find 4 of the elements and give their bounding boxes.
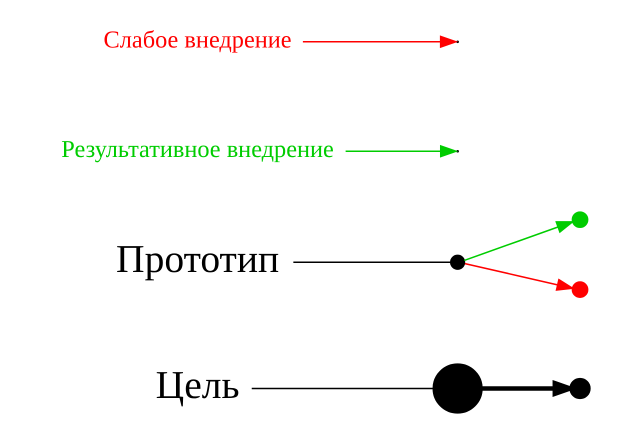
node-text: Результативное внедрение bbox=[61, 136, 334, 164]
node-text: Прототип bbox=[116, 236, 280, 281]
node-text: Слабое внедрение bbox=[104, 26, 292, 54]
node-text: Цель bbox=[156, 363, 240, 408]
